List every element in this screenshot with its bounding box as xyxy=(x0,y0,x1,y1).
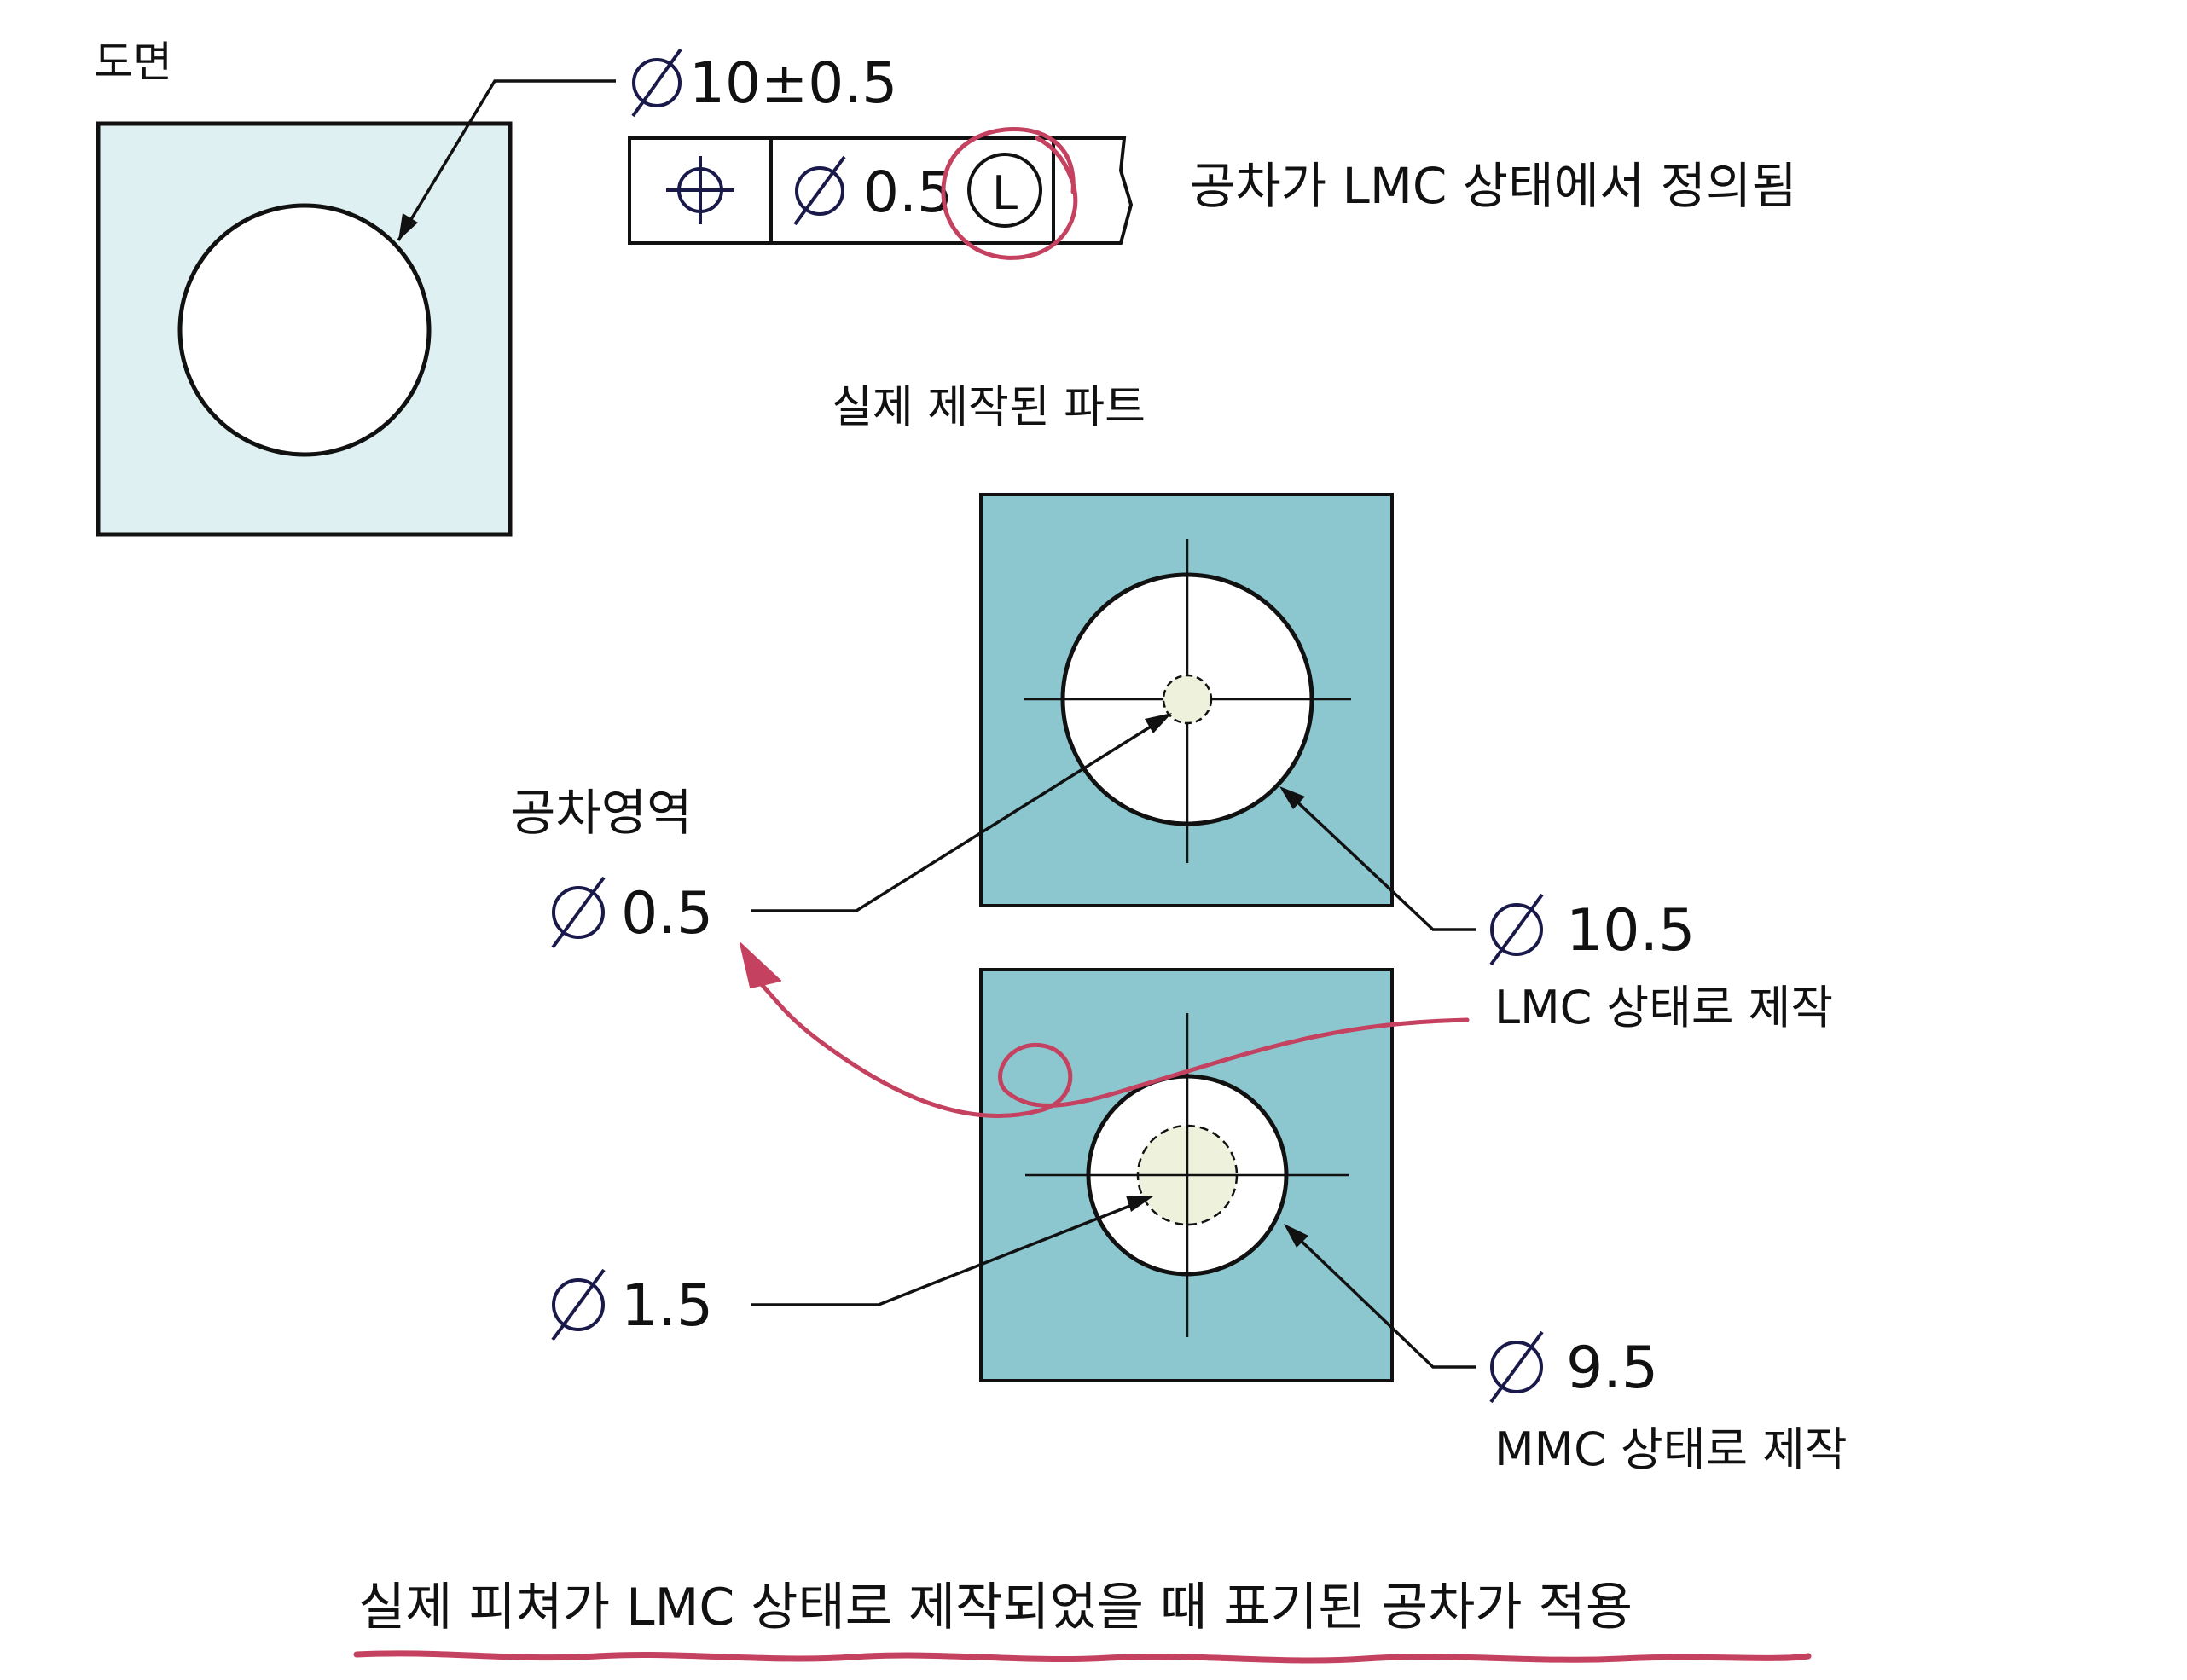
lmc-modifier-icon: L xyxy=(967,153,1042,228)
position-tolerance-icon xyxy=(666,156,734,224)
lmc-size-value: 10.5 xyxy=(1566,897,1695,965)
footer-statement: 실제 피쳐가 LMC 상태로 제작되었을 때 표기된 공차가 적용 xyxy=(358,1578,1633,1637)
fcf-diameter-icon xyxy=(793,155,846,226)
drawing-title: 도면 xyxy=(94,38,172,87)
lmc-size-diameter-icon xyxy=(1489,893,1544,966)
zone-mmc-arrowhead xyxy=(1126,1196,1153,1212)
footer-underline xyxy=(353,1650,1812,1664)
drawing-hole xyxy=(177,203,432,457)
zone-mmc-diameter-icon xyxy=(551,1268,606,1341)
mmc-caption: MMC 상태로 제작 xyxy=(1494,1422,1848,1476)
lmc-size-arrowhead xyxy=(1279,786,1305,809)
zone-mmc-leader xyxy=(751,1199,1144,1306)
fcf-note: 공차가 LMC 상태에서 정의됨 xyxy=(1190,157,1797,215)
actual-parts-title: 실제 제작된 파트 xyxy=(832,382,1146,433)
mmc-size-diameter-icon xyxy=(1489,1330,1544,1404)
mmc-size-value: 9.5 xyxy=(1566,1335,1658,1402)
modifier-highlight-circle xyxy=(941,127,1078,260)
lmc-caption: LMC 상태로 제작 xyxy=(1494,981,1833,1034)
zone-lmc-arrowhead xyxy=(1145,713,1172,733)
mmc-size-leader xyxy=(1293,1233,1476,1369)
zone-lmc-value: 0.5 xyxy=(621,880,713,947)
mmc-size-arrowhead xyxy=(1284,1224,1308,1248)
diameter-icon xyxy=(631,48,682,118)
lmc-size-leader xyxy=(1288,793,1476,931)
drawing-dimension-value: 10±0.5 xyxy=(689,50,897,116)
feature-control-frame xyxy=(628,136,1134,245)
zone-mmc-value: 1.5 xyxy=(621,1272,713,1340)
red-arrowhead xyxy=(740,942,781,988)
lmc-tolerance-zone xyxy=(1162,674,1213,725)
zone-lmc-diameter-icon xyxy=(551,876,606,949)
red-reference-arrow xyxy=(748,970,1470,1118)
tolerance-zone-title: 공차영역 xyxy=(510,784,692,842)
fcf-tolerance-value: 0.5 xyxy=(863,159,953,225)
drawing-dimension-leader xyxy=(397,79,616,241)
zone-lmc-leader xyxy=(751,716,1165,912)
lmc-modifier-letter: L xyxy=(992,166,1018,220)
drawing-leader-arrowhead xyxy=(398,213,418,240)
